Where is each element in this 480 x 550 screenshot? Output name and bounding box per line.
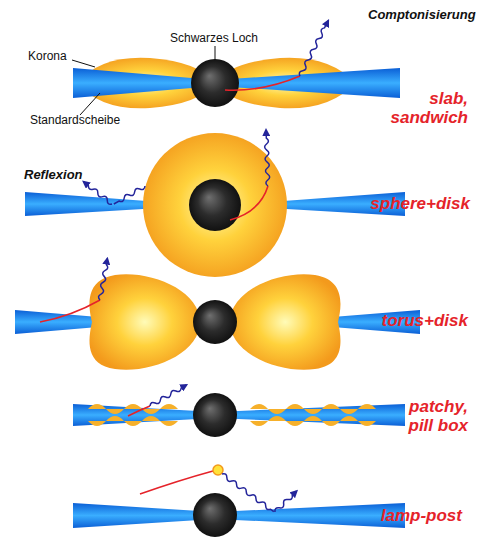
seed-photon xyxy=(225,76,300,90)
photon-group xyxy=(298,20,330,77)
configuration-label: slab, sandwich xyxy=(388,90,468,127)
photon-group xyxy=(264,130,270,186)
photon-group xyxy=(82,180,113,205)
corona-patches xyxy=(88,416,178,426)
photon-wave xyxy=(274,490,298,514)
leader-line xyxy=(215,46,216,60)
corona-patches xyxy=(88,404,178,414)
photon-group xyxy=(113,184,146,205)
lamp-post-source xyxy=(213,465,223,475)
configuration-label: torus+disk xyxy=(348,312,468,331)
black-hole xyxy=(193,393,237,437)
configuration-label: sphere+disk xyxy=(350,195,470,214)
black-hole xyxy=(193,493,237,537)
photon-wave xyxy=(113,184,146,205)
photon-wave xyxy=(82,180,113,205)
photon-group xyxy=(98,258,109,300)
photon-group xyxy=(274,490,298,514)
seed-photon xyxy=(140,471,213,494)
black-hole xyxy=(189,179,241,231)
photon-wave xyxy=(221,472,275,513)
configuration-label: patchy, pill box xyxy=(392,398,468,435)
accretion-disk xyxy=(73,503,405,528)
leader-line xyxy=(80,93,100,115)
corona-patches xyxy=(250,404,376,414)
corona-patches xyxy=(250,416,376,426)
process-label: Comptonisierung xyxy=(368,8,478,22)
accretion-disk xyxy=(73,404,405,426)
photon-wave xyxy=(98,258,109,300)
leader-line xyxy=(72,60,95,67)
photon-group xyxy=(149,383,187,407)
configuration-label: lamp-post xyxy=(342,507,462,526)
process-label: Reflexion xyxy=(24,168,114,182)
photon-wave xyxy=(264,130,270,186)
black-hole xyxy=(191,59,239,107)
accretion-disk xyxy=(25,192,160,216)
photon-group xyxy=(221,472,275,513)
seed-photon xyxy=(230,186,268,220)
black-hole xyxy=(193,300,237,344)
part-label: Korona xyxy=(28,50,88,63)
corona-torus xyxy=(230,274,340,370)
photon-wave xyxy=(298,20,330,77)
seed-photon xyxy=(40,300,100,322)
corona-sphere xyxy=(143,133,287,277)
photon-wave xyxy=(149,383,187,407)
part-label: Standardscheibe xyxy=(30,114,140,127)
corona-torus xyxy=(90,274,200,370)
part-label: Schwarzes Loch xyxy=(170,32,270,45)
seed-photon xyxy=(128,406,150,416)
